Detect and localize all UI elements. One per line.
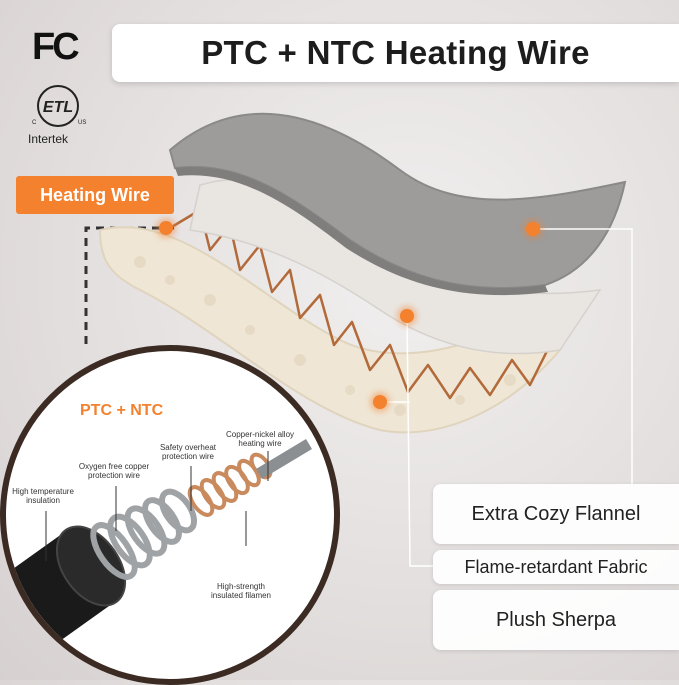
title-banner: PTC + NTC Heating Wire [112, 24, 679, 82]
sherpa-label: Plush Sherpa [433, 590, 679, 650]
heating-wire-badge-label: Heating Wire [40, 185, 150, 205]
flame-marker [400, 309, 414, 323]
heating-wire-badge: Heating Wire [16, 176, 174, 214]
heating-wire-marker [159, 221, 173, 235]
svg-text:C: C [32, 120, 37, 126]
wire-diagram [6, 439, 312, 651]
fcc-logo-text: FC [32, 26, 80, 68]
flannel-marker [526, 222, 540, 236]
insulation-caption: High temperature insulation [12, 487, 74, 506]
alloy-caption: Copper-nickel alloy heating wire [225, 430, 295, 449]
flame-retardant-label-text: Flame-retardant Fabric [464, 557, 648, 577]
filament-caption: High-strength insulated filamen [210, 582, 272, 601]
safety-caption: Safety overheat protection wire [159, 443, 217, 462]
flannel-label-text: Extra Cozy Flannel [471, 503, 641, 525]
flannel-label: Extra Cozy Flannel [433, 484, 679, 544]
intertek-label: Intertek [28, 132, 69, 146]
fcc-logo-icon: FC [32, 26, 80, 69]
wire-heading: PTC + NTC [80, 402, 164, 419]
wire-crosssection-circle [0, 345, 340, 685]
sherpa-marker [373, 395, 387, 409]
svg-text:ETL: ETL [43, 99, 73, 116]
flame-retardant-label: Flame-retardant Fabric [433, 550, 679, 584]
svg-text:US: US [78, 120, 86, 126]
etl-logo-icon: ETL C US [32, 85, 86, 127]
copper-caption: Oxygen free copper protection wire [78, 462, 150, 481]
sherpa-label-text: Plush Sherpa [495, 609, 617, 631]
page-title: PTC + NTC Heating Wire [201, 34, 590, 71]
